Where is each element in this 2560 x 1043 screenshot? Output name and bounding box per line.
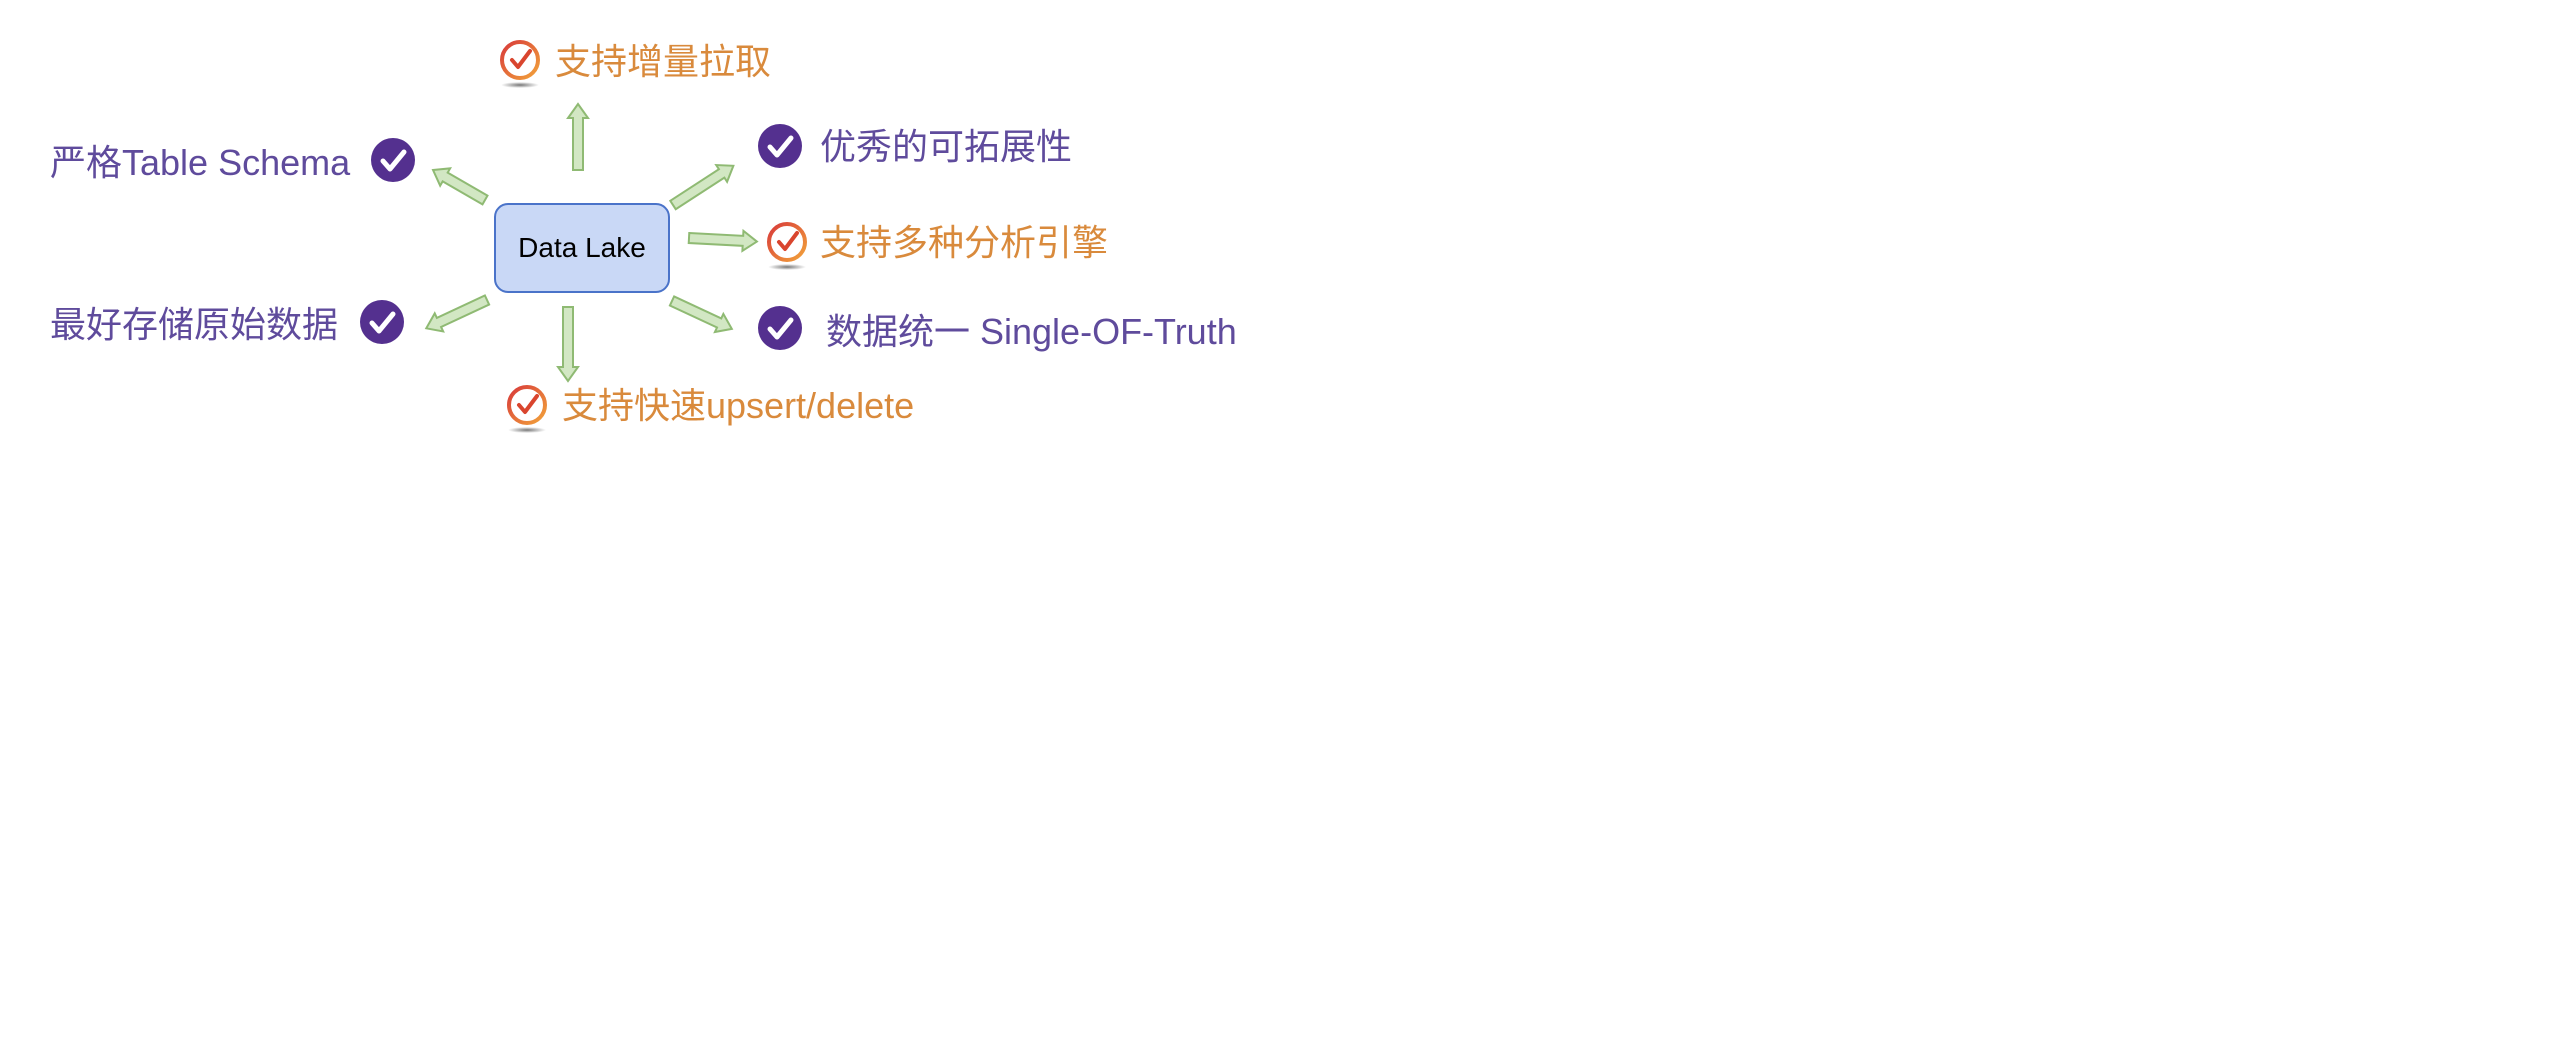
purple-check-icon bbox=[758, 124, 802, 168]
purple-check-icon bbox=[360, 300, 404, 344]
data-lake-node: Data Lake bbox=[494, 203, 670, 293]
arrow-up bbox=[566, 102, 590, 171]
arrow-down-left bbox=[424, 294, 491, 333]
purple-check-icon bbox=[758, 306, 802, 350]
arrow-up-right bbox=[668, 163, 735, 211]
orange-check-icon bbox=[500, 40, 540, 88]
feature-multi-engine: 支持多种分析引擎 bbox=[820, 222, 1109, 263]
arrow-up-left bbox=[431, 167, 489, 206]
data-lake-label: Data Lake bbox=[518, 232, 646, 263]
orange-check-icon bbox=[767, 222, 807, 270]
orange-check-icon bbox=[507, 385, 547, 433]
arrow-down-right bbox=[668, 295, 734, 334]
arrow-right bbox=[687, 228, 759, 253]
feature-strict-table-schema: 严格Table Schema bbox=[50, 142, 351, 183]
feature-scalability: 优秀的可拓展性 bbox=[820, 126, 1073, 167]
arrow-down bbox=[556, 306, 580, 383]
purple-check-icon bbox=[371, 138, 415, 182]
feature-single-source-of-truth: 数据统一 Single-OF-Truth bbox=[826, 311, 1237, 352]
feature-incremental-pull: 支持增量拉取 bbox=[555, 41, 772, 82]
feature-fast-upsert-delete: 支持快速upsert/delete bbox=[562, 385, 915, 426]
feature-raw-data-storage: 最好存储原始数据 bbox=[50, 304, 339, 345]
